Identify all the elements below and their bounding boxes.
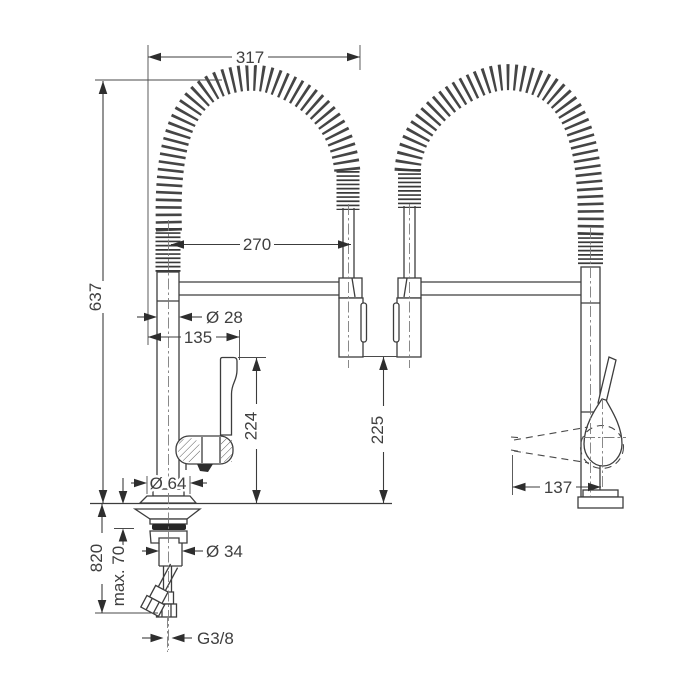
- riser-column: [156, 271, 180, 497]
- dimension-g38: G3/8: [142, 617, 236, 652]
- handle-swivel-circle: [579, 424, 625, 470]
- dim-label-820: 820: [87, 544, 106, 572]
- spring-hose-arch-right: [394, 64, 604, 236]
- dimension-820: 820: [85, 504, 158, 614]
- dimension-d34: Ø 34: [142, 540, 245, 564]
- dim-label-637: 637: [86, 283, 105, 311]
- base-plinth-side: [577, 496, 624, 509]
- front-view: [90, 64, 392, 650]
- side-view: [392, 64, 626, 509]
- dim-label-270: 270: [243, 235, 271, 254]
- handle-joint: [197, 464, 213, 472]
- dimension-137: 137: [512, 455, 601, 500]
- rubber-seal: [152, 524, 186, 530]
- spray-toggle-button: [360, 302, 368, 343]
- handle-lever: [597, 356, 617, 408]
- dim-label-max70: max. 70: [109, 546, 128, 606]
- dimension-637: 637: [84, 79, 222, 503]
- dimension-224: 224: [238, 357, 266, 503]
- dimension-270: 270: [171, 233, 351, 257]
- dim-label-135: 135: [184, 328, 212, 347]
- dimension-d28: Ø 28: [137, 306, 245, 330]
- dim-label-d64: Ø 64: [150, 474, 187, 493]
- supply-hose-angled: [139, 563, 179, 618]
- handle-front: [175, 356, 238, 472]
- swivel-range-line: [513, 426, 589, 441]
- spring-hose-arch-left: [155, 64, 361, 232]
- handle-side: [510, 356, 626, 497]
- dimension-135: 135: [148, 326, 240, 360]
- dimension-max70: max. 70: [107, 478, 134, 609]
- dim-label-225: 225: [368, 416, 387, 444]
- dimension-317: 317: [147, 45, 361, 345]
- mounting-hardware: [132, 488, 202, 567]
- spray-head-left: [338, 277, 368, 358]
- handle-body: [583, 398, 623, 467]
- dim-label-d28: Ø 28: [206, 308, 243, 327]
- dim-label-137: 137: [544, 478, 572, 497]
- dim-label-317: 317: [236, 48, 264, 67]
- base-flange: [138, 495, 198, 504]
- spray-head-right: [392, 277, 422, 358]
- dim-label-224: 224: [242, 412, 261, 440]
- swivel-range-line: [513, 450, 590, 464]
- dim-label-g38: G3/8: [197, 629, 234, 648]
- dimension-225: 225: [362, 356, 397, 503]
- spray-toggle-button: [392, 302, 400, 343]
- stabiliser-plate: [132, 508, 202, 520]
- dim-label-d34: Ø 34: [206, 542, 243, 561]
- dimension-d64: Ø 64: [131, 472, 207, 496]
